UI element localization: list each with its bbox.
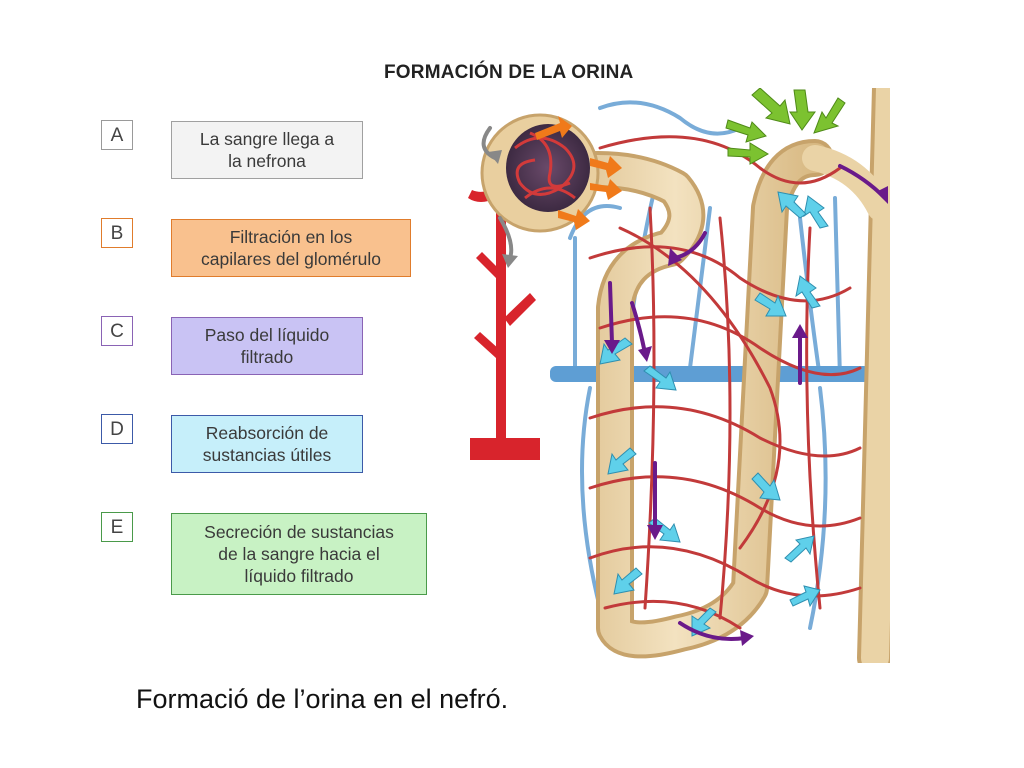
legend-letter-a: A: [101, 120, 133, 150]
incoming-flow-arrowheads: [488, 150, 518, 268]
legend-letter-e: E: [101, 512, 133, 542]
legend-box-b: Filtración en los capilares del glomérul…: [171, 219, 411, 277]
nephron-illustration: [468, 88, 890, 663]
legend-box-d: Reabsorción de sustancias útiles: [171, 415, 363, 473]
legend-box-e: Secreción de sustancias de la sangre hac…: [171, 513, 427, 595]
glomerulus-capillaries: [514, 131, 576, 200]
legend-letter-b: B: [101, 218, 133, 248]
secretion-arrows: [725, 88, 846, 165]
tubules: [516, 88, 890, 663]
diagram-title: FORMACIÓN DE LA ORINA: [384, 62, 634, 83]
reabsorption-arrows: [599, 191, 829, 637]
legend-letter-d: D: [101, 414, 133, 444]
legend-box-a: La sangre llega a la nefrona: [171, 121, 363, 179]
legend-box-c: Paso del líquido filtrado: [171, 317, 363, 375]
legend-letter-c: C: [101, 316, 133, 346]
figure-caption: Formació de l’orina en el nefró.: [136, 684, 509, 714]
artery-branch: [468, 168, 540, 460]
blood-flow-arrows: [535, 116, 622, 230]
filtrate-arrowheads: [604, 186, 888, 646]
